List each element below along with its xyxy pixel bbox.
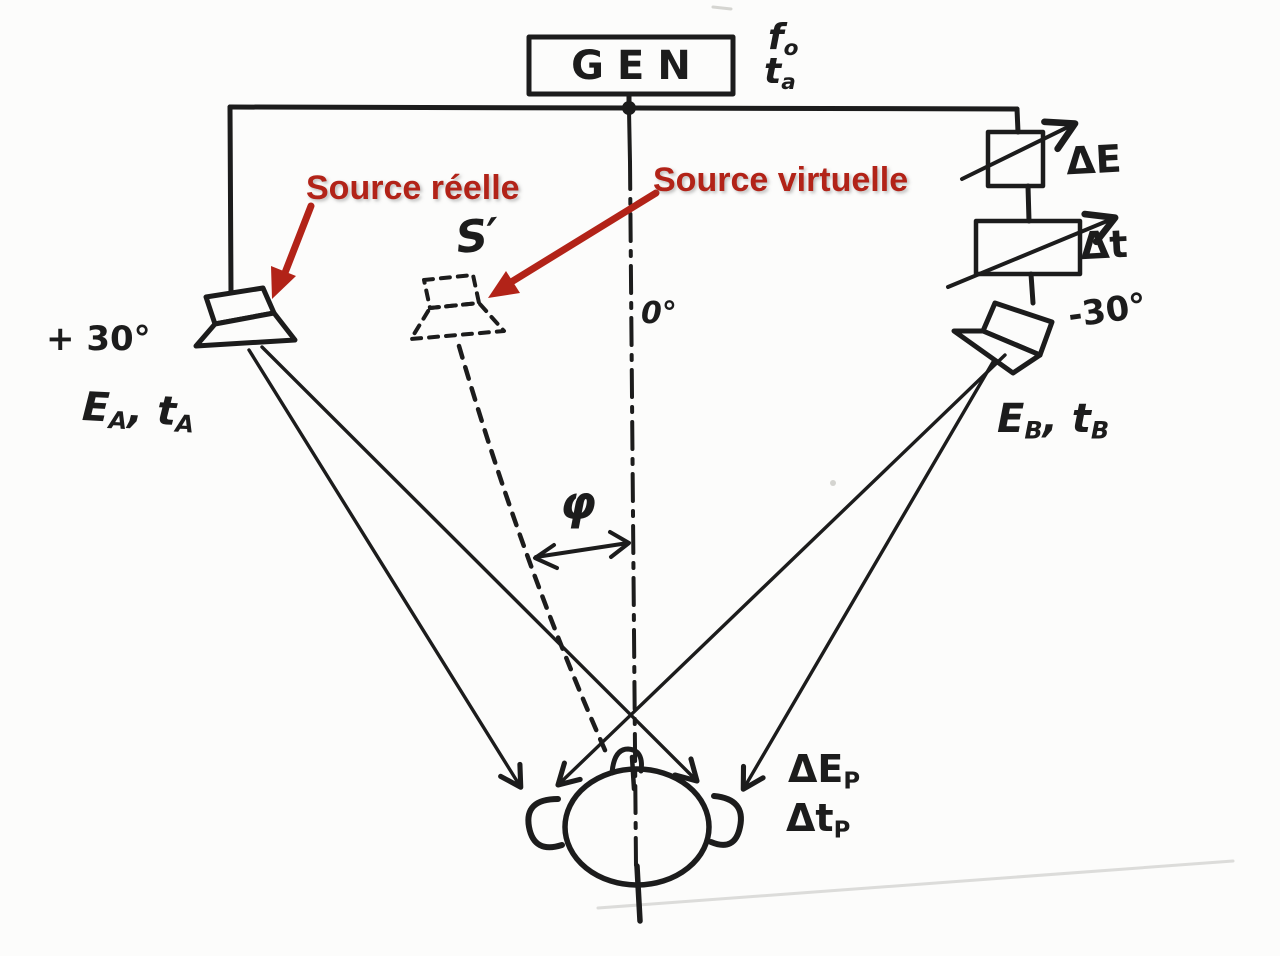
axis-head-segment (629, 754, 637, 792)
right-speaker-horn (951, 328, 1043, 376)
listener-level-diff-label: ΔEP (788, 747, 861, 795)
left-speaker-to-right-ear (260, 345, 700, 784)
left-speaker-signal-label: EA, tA (80, 384, 195, 439)
source-real-arrowhead (271, 266, 296, 299)
left-speaker-horn (193, 310, 298, 349)
generator-box (526, 34, 736, 97)
left-speaker-angle-label: + 30° (46, 319, 151, 359)
virtual-speaker-icon (409, 273, 506, 341)
left-speaker-to-left-ear (247, 348, 524, 790)
signal-wiring (227, 92, 1036, 306)
listener-head-icon (525, 746, 744, 888)
right-speaker-angle-label: -30° (1065, 285, 1149, 337)
scan-streak (596, 859, 1235, 910)
scan-speck (711, 5, 733, 11)
scan-dot (830, 480, 836, 486)
delta-e-label: ΔE (1064, 136, 1123, 184)
source-real-arrow (271, 202, 315, 299)
left-speaker-icon (193, 285, 298, 349)
virtual-speaker-horn (409, 301, 506, 341)
source-real-arrow-shaft (277, 202, 315, 287)
phi-arrowhead-right (608, 530, 631, 559)
right-speaker-to-right-ear (740, 360, 995, 792)
left-ear-icon (525, 796, 565, 851)
zero-axis-label: 0° (641, 296, 677, 331)
right-drop-wire (1014, 106, 1021, 135)
gen-time-label: ta (764, 51, 796, 96)
phi-angle-arrow (533, 530, 631, 570)
source-virtual-arrowhead (488, 271, 520, 298)
right-speaker-signal-label: EB, tB (997, 396, 1110, 445)
listener-time-diff-label: ΔtP (786, 796, 851, 844)
source-virtual-arrow-shaft (504, 189, 660, 288)
delta-t-label: Δt (1078, 221, 1129, 269)
phi-arrow-shaft (534, 541, 630, 559)
source-real-annotation: Source réelle (306, 169, 520, 207)
phi-label: φ (560, 476, 596, 530)
attenuator-delay-wire (1025, 183, 1032, 224)
attenuator-arrow (960, 118, 1079, 181)
delay-box-icon (946, 210, 1119, 289)
sound-path-lines (247, 345, 1007, 792)
left-drop-wire (227, 104, 234, 297)
virtual-direction-line (456, 343, 611, 760)
axis-solid-bottom (634, 863, 643, 924)
right-speaker-icon (951, 300, 1055, 376)
level-attenuator-icon (960, 118, 1079, 189)
gen-frequency-label: fo (768, 17, 799, 62)
source-virtual-arrow (488, 189, 660, 298)
delay-speaker-wire (1028, 271, 1036, 306)
axis-solid-top (627, 108, 632, 164)
phi-arrowhead-left (533, 543, 559, 570)
delay-rect (973, 218, 1083, 277)
gen-rect (526, 34, 736, 97)
scan-artifacts (596, 5, 1235, 910)
virtual-source-name-label: S′ (453, 208, 502, 265)
source-virtual-annotation: Source virtuelle (653, 161, 909, 199)
attenuator-rect (985, 129, 1046, 189)
median-axis-line (627, 108, 643, 924)
right-speaker-to-left-ear (555, 353, 1007, 788)
head-outline (562, 766, 712, 888)
gen-box-label: GEN (571, 42, 704, 89)
nose-icon (609, 746, 644, 776)
delay-arrow (946, 210, 1119, 289)
right-ear-icon (708, 793, 744, 848)
